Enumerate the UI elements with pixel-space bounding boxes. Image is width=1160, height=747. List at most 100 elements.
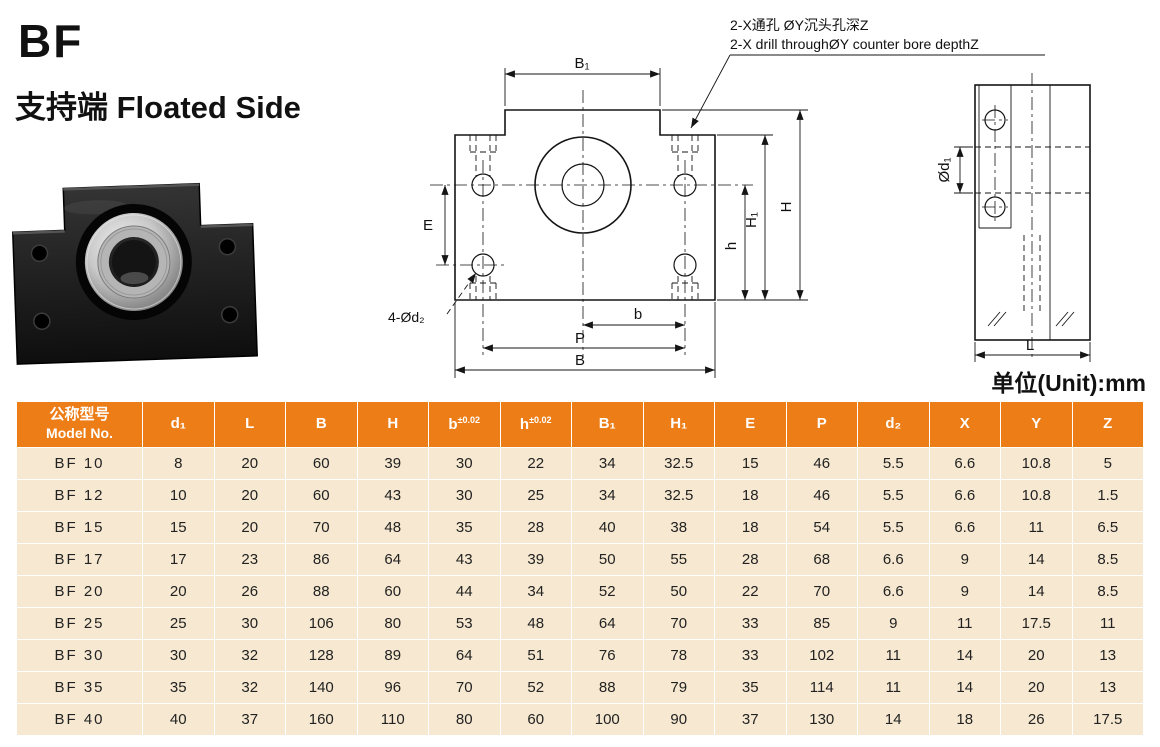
hatch-marks [987, 311, 1075, 327]
value-cell: 32 [213, 639, 286, 672]
value-cell: 11 [928, 607, 1001, 640]
dim-label-4d2: 4-Ød₂ [388, 309, 425, 325]
value-cell: 70 [428, 671, 501, 704]
value-cell: 17.5 [1000, 607, 1073, 640]
value-cell: 13 [1071, 639, 1144, 672]
value-cell: 48 [356, 511, 429, 544]
column-header: P [785, 401, 858, 448]
value-cell: 11 [1071, 607, 1144, 640]
value-cell: 43 [356, 479, 429, 512]
value-cell: 88 [571, 671, 644, 704]
value-cell: 46 [785, 479, 858, 512]
value-cell: 140 [285, 671, 358, 704]
value-cell: 89 [356, 639, 429, 672]
dim-label-h1: H₁ [743, 212, 760, 228]
value-cell: 30 [428, 479, 501, 512]
value-cell: 64 [571, 607, 644, 640]
value-cell: 130 [785, 703, 858, 736]
value-cell: 33 [714, 607, 787, 640]
page-subtitle: 支持端 Floated Side [15, 90, 301, 125]
column-header: B [285, 401, 358, 448]
model-cell: BF 35 [16, 671, 143, 704]
dim-label-b1: B₁ [574, 55, 589, 72]
column-header: Y [1000, 401, 1073, 448]
value-cell: 34 [499, 575, 572, 608]
value-cell: 38 [642, 511, 715, 544]
value-cell: 60 [285, 447, 358, 480]
value-cell: 30 [142, 639, 215, 672]
value-cell: 22 [714, 575, 787, 608]
value-cell: 18 [714, 511, 787, 544]
column-header: E [714, 401, 787, 448]
front-view: B₁ E h H₁ H b P B 4-Ød₂ [388, 55, 808, 378]
value-cell: 34 [571, 447, 644, 480]
value-cell: 5 [1071, 447, 1144, 480]
value-cell: 9 [928, 575, 1001, 608]
value-cell: 25 [142, 607, 215, 640]
value-cell: 53 [428, 607, 501, 640]
model-cell: BF 17 [16, 543, 143, 576]
value-cell: 20 [142, 575, 215, 608]
column-header: h±0.02 [499, 401, 572, 448]
value-cell: 128 [285, 639, 358, 672]
value-cell: 10.8 [1000, 479, 1073, 512]
value-cell: 28 [499, 511, 572, 544]
dimension-lines [441, 70, 804, 374]
side-hidden-lines [975, 146, 1090, 315]
counterbore-hidden-lines [469, 135, 699, 300]
value-cell: 6.6 [857, 543, 930, 576]
model-cell: BF 12 [16, 479, 143, 512]
d1-extension-lines [954, 146, 973, 194]
value-cell: 6.6 [928, 511, 1001, 544]
bolt-holes [471, 173, 697, 277]
column-header: B₁ [571, 401, 644, 448]
model-cell: BF 10 [16, 447, 143, 480]
value-cell: 20 [213, 447, 286, 480]
value-cell: 23 [213, 543, 286, 576]
value-cell: 11 [857, 671, 930, 704]
value-cell: 25 [499, 479, 572, 512]
front-outline [454, 109, 716, 301]
value-cell: 20 [1000, 639, 1073, 672]
side-center-lines [982, 73, 1033, 360]
value-cell: 9 [928, 543, 1001, 576]
callout-leader-arrow [690, 54, 731, 129]
unit-label: 单位(Unit):mm [991, 370, 1146, 396]
value-cell: 52 [571, 575, 644, 608]
value-cell: 55 [642, 543, 715, 576]
column-header: d₁ [142, 401, 215, 448]
block-top-highlight [12, 183, 253, 235]
value-cell: 85 [785, 607, 858, 640]
model-cell: BF 30 [16, 639, 143, 672]
value-cell: 14 [1000, 575, 1073, 608]
value-cell: 160 [285, 703, 358, 736]
value-cell: 34 [571, 479, 644, 512]
value-cell: 14 [857, 703, 930, 736]
value-cell: 30 [213, 607, 286, 640]
value-cell: 35 [142, 671, 215, 704]
value-cell: 37 [213, 703, 286, 736]
value-cell: 14 [1000, 543, 1073, 576]
value-cell: 60 [499, 703, 572, 736]
model-cell: BF 20 [16, 575, 143, 608]
value-cell: 18 [714, 479, 787, 512]
value-cell: 11 [857, 639, 930, 672]
value-cell: 68 [785, 543, 858, 576]
bearing [75, 204, 192, 321]
value-cell: 48 [499, 607, 572, 640]
d2-leader-arrow [446, 272, 477, 315]
value-cell: 10 [142, 479, 215, 512]
model-cell: BF 40 [16, 703, 143, 736]
value-cell: 54 [785, 511, 858, 544]
column-header: d₂ [857, 401, 930, 448]
value-cell: 6.6 [928, 479, 1001, 512]
